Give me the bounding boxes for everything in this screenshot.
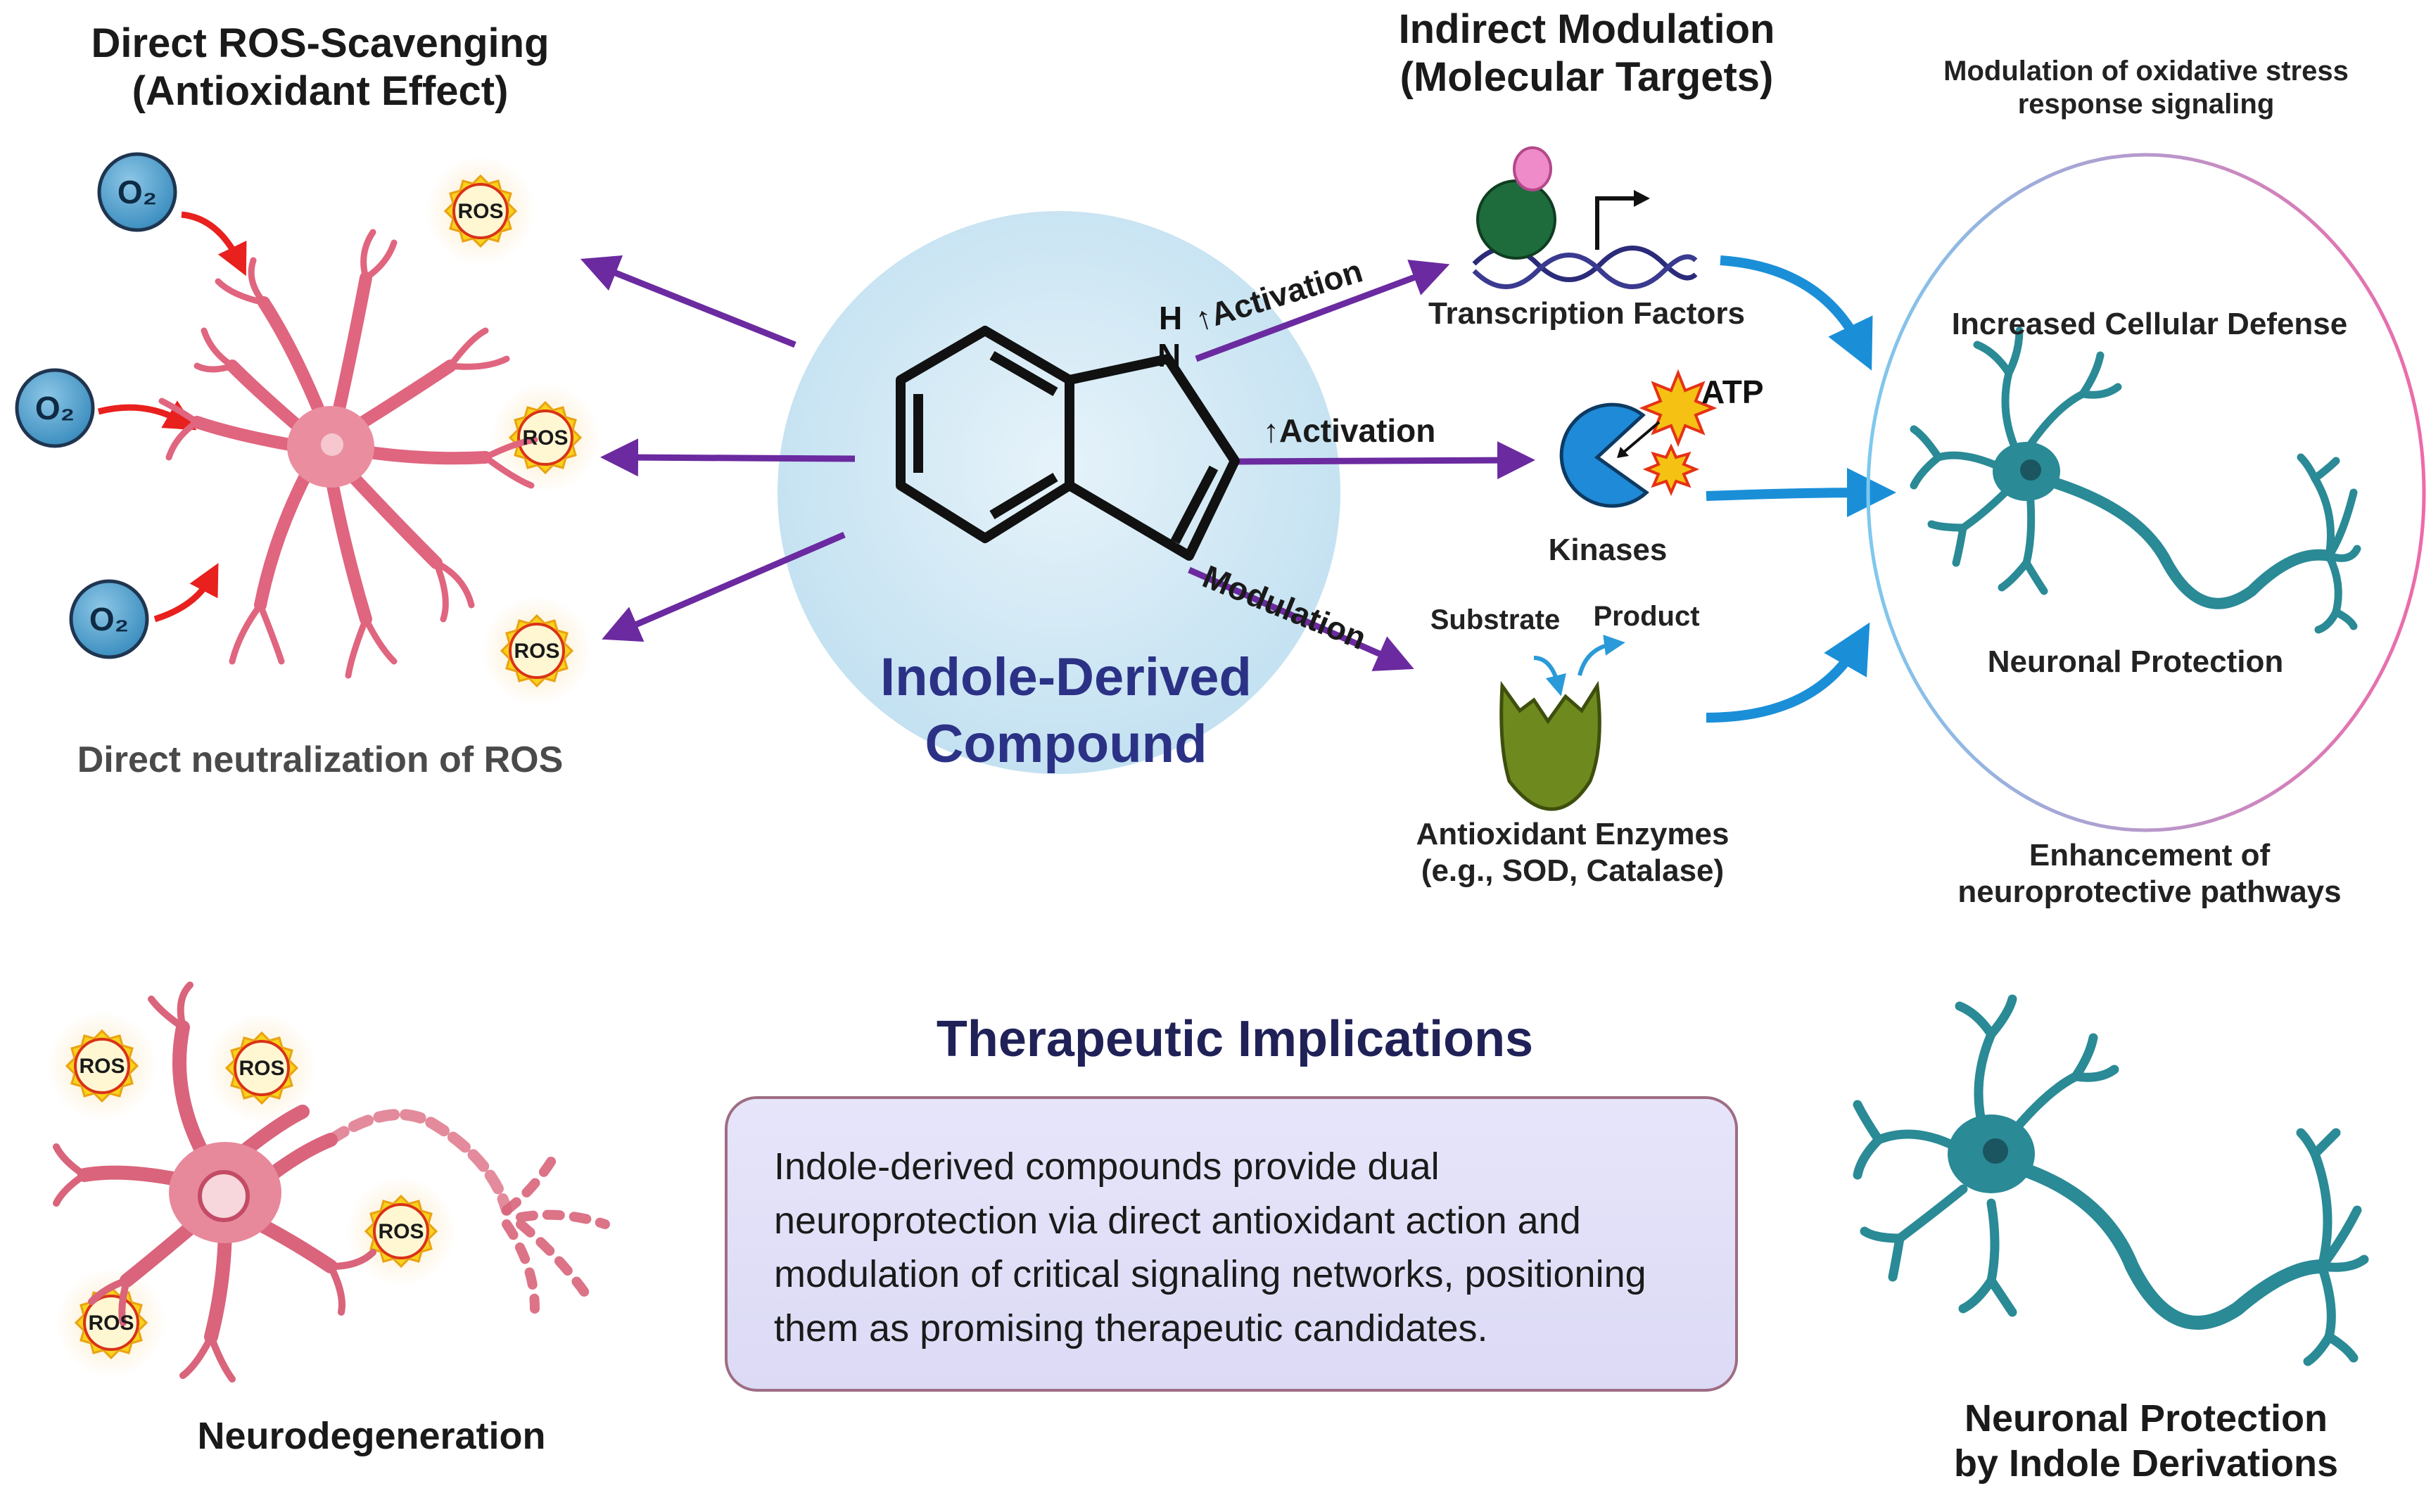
protection-caption: Neuronal Protection by Indole Derivation… — [1953, 1397, 2339, 1485]
antioxidant-enzyme-icon — [1499, 634, 1625, 811]
summary-box: Indole-derived compounds provide dual ne… — [725, 1096, 1738, 1392]
compound-title: Indole-Derived Compound — [880, 647, 1252, 774]
astrocyte-neuron — [158, 229, 538, 679]
oxygen-molecules — [15, 152, 247, 659]
antioxidant-enzymes-label: Antioxidant Enzymes (e.g., SOD, Catalase… — [1416, 817, 1729, 888]
ros-label: ROS — [522, 426, 569, 450]
scavenging-title: Direct ROS-Scavenging (Antioxidant Effec… — [91, 20, 550, 115]
nh-h-label: H — [1159, 300, 1183, 336]
modulation-arrow-enzyme — [1188, 566, 1414, 671]
atp-label: ATP — [1701, 374, 1764, 410]
ros-label: ROS — [79, 1055, 125, 1078]
ros-label: ROS — [88, 1311, 134, 1335]
oxidative-signaling-label: Modulation of oxidative stress response … — [1943, 56, 2349, 120]
oxygen-label: O₂ — [34, 390, 75, 426]
oxygen-label: O₂ — [89, 601, 129, 637]
scavenge-arrow-top — [580, 255, 796, 348]
blue-arrow-top — [1720, 255, 1873, 371]
cellular-defense-label: Increased Cellular Defense — [1951, 307, 2348, 341]
therapeutic-title: Therapeutic Implications — [936, 1011, 1534, 1067]
scavenge-arrow-middle — [600, 438, 856, 477]
blue-arrow-middle — [1706, 468, 1896, 518]
nh-n-label: N — [1157, 337, 1181, 374]
transcription-factor-icon — [1472, 146, 1698, 289]
degenerating-neuron — [53, 981, 610, 1383]
healthy-neuron — [1853, 994, 2369, 1366]
protection-ring — [1866, 153, 2426, 832]
ros-label: ROS — [378, 1220, 424, 1243]
ros-label: ROS — [239, 1057, 285, 1080]
neuroprotective-pathways-label: Enhancement of neuroprotective pathways — [1957, 838, 2342, 909]
scavenge-arrow-bottom — [602, 531, 846, 642]
transcription-factors-label: Transcription Factors — [1428, 296, 1745, 331]
substrate-label: Substrate — [1430, 604, 1561, 635]
neurodegeneration-label: Neurodegeneration — [197, 1415, 546, 1457]
kinase-icon — [1559, 369, 1718, 508]
product-label: Product — [1593, 601, 1700, 632]
neuron-in-ring — [1910, 326, 2361, 634]
summary-text: Indole-derived compounds provide dual ne… — [774, 1145, 1646, 1350]
indole-structure — [896, 326, 1240, 561]
oxygen-label: O₂ — [117, 174, 158, 210]
ros-label: ROS — [514, 640, 560, 663]
scavenging-caption: Direct neutralization of ROS — [77, 739, 564, 780]
blue-arrow-bottom — [1706, 622, 1870, 723]
activation-arrow-kinase — [1238, 441, 1535, 480]
indirect-title: Indirect Modulation (Molecular Targets) — [1398, 6, 1775, 101]
kinases-label: Kinases — [1548, 533, 1668, 567]
activation-label-kinase: ↑Activation — [1263, 412, 1436, 449]
ros-label: ROS — [457, 200, 504, 223]
activation-arrow-tf — [1195, 260, 1450, 362]
neuronal-protection-label: Neuronal Protection — [1987, 644, 2284, 679]
